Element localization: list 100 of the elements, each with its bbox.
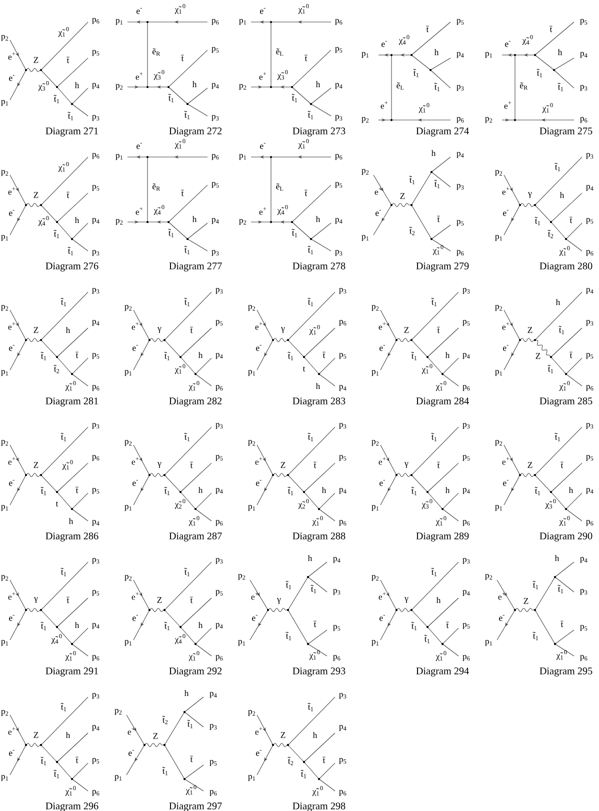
momentum-label: p$_{5}$ xyxy=(92,50,100,56)
diagram-caption: Diagram 275 xyxy=(540,128,592,136)
momentum-label: p$_{6}$ xyxy=(212,19,219,26)
momentum-label: p$_{3}$ xyxy=(339,423,346,430)
momentum-label: p$_{6}$ xyxy=(335,19,342,26)
momentum-label: p$_{3}$ xyxy=(92,423,100,430)
momentum-label: p$_{4}$ xyxy=(216,623,223,630)
particle-label: t xyxy=(302,366,306,372)
momentum-label: p$_{1}$ xyxy=(124,370,132,376)
particle-label: e$^{+}$ xyxy=(128,727,135,735)
momentum-label: p$_{5}$ xyxy=(339,758,346,764)
particle-label: t̃$_{1}$ xyxy=(554,162,560,172)
momentum-label: p$_{2}$ xyxy=(372,440,379,446)
momentum-label: p$_{4}$ xyxy=(92,725,100,732)
momentum-label: p$_{2}$ xyxy=(248,710,256,716)
particle-label: e$^{-}$ xyxy=(9,615,14,621)
particle-label: h xyxy=(556,298,560,306)
particle-label: ẽ$_{L}$ xyxy=(396,82,404,90)
particle-label: h xyxy=(554,554,560,562)
momentum-label: p$_{6}$ xyxy=(216,520,223,526)
momentum-label: p$_{6}$ xyxy=(580,655,588,662)
particle-label: t̃$_{1}$ xyxy=(534,486,540,496)
momentum-label: p$_{6}$ xyxy=(580,117,588,124)
momentum-label: p$_{6}$ xyxy=(216,655,223,662)
particle-label: e$^{+}$ xyxy=(378,592,386,600)
particle-label: Z xyxy=(280,462,286,468)
particle-label: e$^{+}$ xyxy=(380,101,388,109)
particle-label: t̃$_{1}$ xyxy=(164,622,170,630)
particle-label: t̄ xyxy=(190,462,193,468)
momentum-label: p$_{2}$ xyxy=(114,709,122,716)
particle-label: e$^{+}$ xyxy=(255,457,262,465)
momentum-label: p$_{3}$ xyxy=(216,423,223,430)
momentum-label: p$_{1}$ xyxy=(1,370,8,376)
momentum-label: p$_{3}$ xyxy=(462,423,470,430)
momentum-label: p$_{5}$ xyxy=(335,47,342,54)
momentum-label: p$_{5}$ xyxy=(580,625,588,632)
momentum-label: p$_{3}$ xyxy=(92,250,100,256)
particle-label: t̃$_{1}$ xyxy=(534,216,540,226)
diagram-caption: Diagram 293 xyxy=(292,668,346,676)
particle-label: t̄ xyxy=(66,596,70,604)
particle-label: h xyxy=(322,486,326,494)
momentum-label: p$_{1}$ xyxy=(238,640,246,646)
momentum-label: p$_{5}$ xyxy=(586,455,594,462)
particle-label: t̄ xyxy=(426,26,429,32)
momentum-label: p$_{1}$ xyxy=(248,775,256,782)
momentum-label: p$_{5}$ xyxy=(210,760,217,766)
particle-label: Z xyxy=(400,193,405,199)
particle-label: t̃$_{1}$ xyxy=(554,432,560,442)
particle-label: e$^{-}$ xyxy=(9,480,14,486)
particle-label: t̃$_{1}$ xyxy=(558,82,564,92)
momentum-label: p$_{3}$ xyxy=(335,115,342,122)
momentum-label: p$_{1}$ xyxy=(372,370,379,376)
particle-label: h xyxy=(308,554,312,562)
momentum-label: p$_{2}$ xyxy=(372,575,379,582)
momentum-label: p$_{2}$ xyxy=(485,574,492,580)
momentum-label: p$_{4}$ xyxy=(216,488,223,494)
diagram-caption: Diagram 286 xyxy=(46,532,98,542)
particle-label: e$^{-}$ xyxy=(505,41,510,47)
momentum-label: p$_{5}$ xyxy=(212,47,219,54)
momentum-label: p$_{3}$ xyxy=(216,288,223,294)
particle-label: t̃$_{1}$ xyxy=(68,112,74,120)
particle-label: t̃$_{1}$ xyxy=(434,82,440,92)
particle-label: e$^{+}$ xyxy=(132,322,139,330)
momentum-label: p$_{1}$ xyxy=(495,505,502,512)
particle-label: e$^{-}$ xyxy=(376,210,381,216)
momentum-label: p$_{2}$ xyxy=(239,219,246,226)
momentum-label: p$_{2}$ xyxy=(248,440,256,446)
diagram-caption: Diagram 291 xyxy=(46,668,98,676)
particle-label: e$^{+}$ xyxy=(8,187,16,195)
particle-label: t̃$_{1}$ xyxy=(310,584,316,594)
particle-label: t̄ xyxy=(437,462,440,468)
momentum-label: p$_{2}$ xyxy=(248,305,256,312)
momentum-label: p$_{4}$ xyxy=(586,185,594,192)
momentum-label: p$_{3}$ xyxy=(333,589,340,596)
momentum-label: p$_{3}$ xyxy=(456,184,464,190)
particle-label: t̄ xyxy=(66,56,70,64)
particle-label: t̄ xyxy=(190,326,193,334)
particle-label: γ xyxy=(34,597,38,603)
particle-label: t̃$_{1}$ xyxy=(288,486,294,496)
diagram-caption: Diagram 271 xyxy=(46,128,98,136)
particle-label: t̃$_{1}$ xyxy=(40,486,46,496)
momentum-label: p$_{4}$ xyxy=(212,83,219,90)
particle-label: h xyxy=(436,596,441,604)
momentum-label: p$_{6}$ xyxy=(92,455,100,462)
particle-label: t̃$_{1}$ xyxy=(40,622,46,630)
momentum-label: p$_{2}$ xyxy=(362,169,369,176)
particle-label: t̃$_{1}$ xyxy=(286,632,292,640)
particle-label: t̃$_{1}$ xyxy=(431,568,437,576)
particle-label: t̄ xyxy=(76,352,78,358)
particle-label: h xyxy=(74,216,80,224)
momentum-label: p$_{5}$ xyxy=(335,182,342,188)
particle-label: t̄ xyxy=(314,620,316,628)
particle-label: e$^{-}$ xyxy=(252,615,258,621)
particle-label: e$^{+}$ xyxy=(378,457,386,465)
particle-label: Z xyxy=(153,733,158,739)
momentum-label: p$_{4}$ xyxy=(216,353,223,360)
particle-label: e$^{-}$ xyxy=(136,8,142,14)
momentum-label: p$_{1}$ xyxy=(495,235,502,242)
momentum-label: p$_{6}$ xyxy=(462,385,470,392)
momentum-label: p$_{4}$ xyxy=(333,557,340,564)
